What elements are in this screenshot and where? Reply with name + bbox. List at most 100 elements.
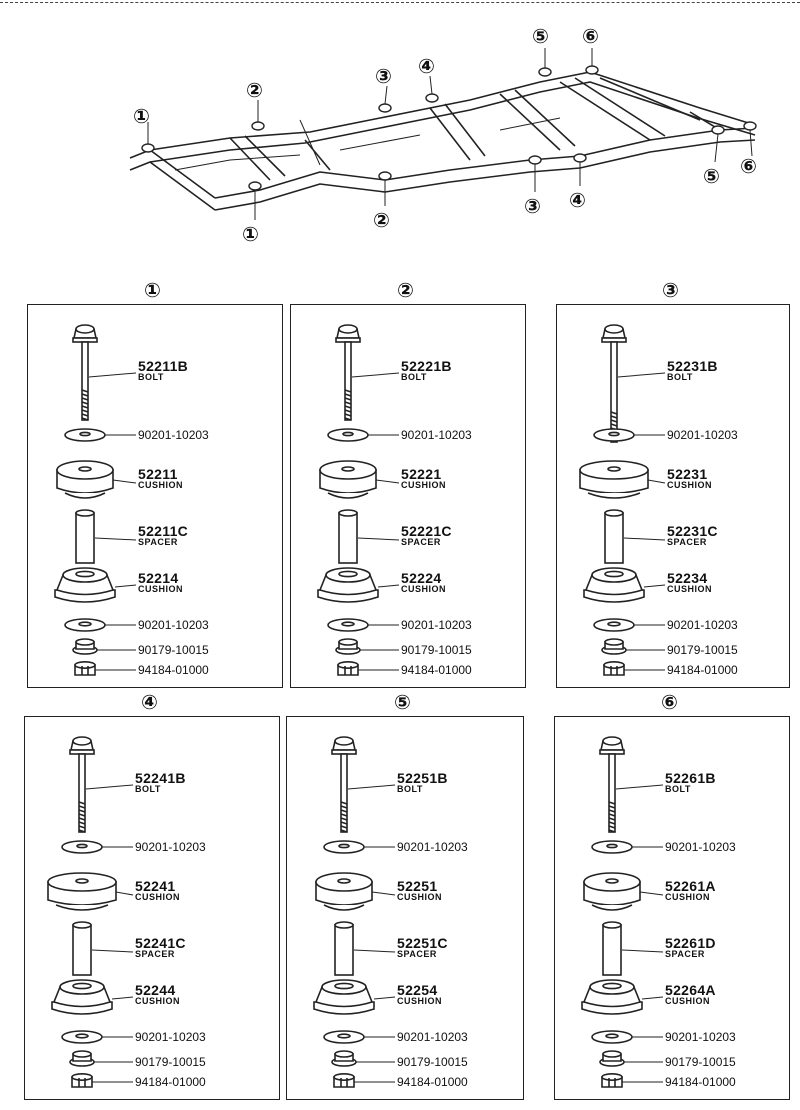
washer-lower-icon xyxy=(593,618,635,632)
frame-crossmember xyxy=(149,149,216,211)
spacer-label-desc: SPACER xyxy=(401,537,441,547)
nut-icon xyxy=(335,638,361,655)
washer-label: 90201-10203 xyxy=(135,840,206,854)
spacer-icon xyxy=(72,921,92,976)
frame-callout-4: ④ xyxy=(569,188,586,212)
cushion-label-number: 52241 xyxy=(135,878,176,894)
washer-lower-icon xyxy=(64,618,106,632)
washer-lower-icon xyxy=(323,1030,365,1044)
nut-icon xyxy=(601,638,627,655)
parts-drawing xyxy=(579,324,666,676)
bolt-label-number: 52231B xyxy=(667,358,718,374)
cushion-icon xyxy=(579,460,649,499)
bolt-label-number: 52221B xyxy=(401,358,452,374)
frame-callout-2: ② xyxy=(246,78,263,102)
lock-nut-label: 94184-01000 xyxy=(667,663,738,677)
bolt-label-desc: BOLT xyxy=(138,372,164,382)
lock-nut-icon xyxy=(337,660,359,676)
nut-label: 90179-10015 xyxy=(138,643,209,657)
panel-number-2: ② xyxy=(397,278,414,302)
bolt-icon xyxy=(599,736,625,833)
spacer-label-number: 52211C xyxy=(138,523,189,539)
lower-cushion-icon xyxy=(581,979,643,1015)
washer-lower-label: 90201-10203 xyxy=(397,1030,468,1044)
lock-nut-icon xyxy=(333,1072,355,1088)
washer-label: 90201-10203 xyxy=(397,840,468,854)
spacer-label-desc: SPACER xyxy=(138,537,178,547)
cushion-icon xyxy=(315,872,373,911)
lower-cushion-label-number: 52264A xyxy=(665,982,716,998)
washer-lower-label: 90201-10203 xyxy=(667,618,738,632)
bolt-label-number: 52241B xyxy=(135,770,186,786)
washer-lower-label: 90201-10203 xyxy=(138,618,209,632)
lower-cushion-icon xyxy=(583,567,645,603)
cushion-label-number: 52261A xyxy=(665,878,716,894)
parts-drawing xyxy=(313,736,396,1088)
nut-icon xyxy=(69,1050,95,1067)
cushion-label-number: 52221 xyxy=(401,466,442,482)
bolt-label-desc: BOLT xyxy=(665,784,691,794)
spacer-label-number: 52221C xyxy=(401,523,452,539)
bolt-label-number: 52211B xyxy=(138,358,189,374)
lock-nut-label: 94184-01000 xyxy=(401,663,472,677)
cushion-label-desc: CUSHION xyxy=(397,892,443,902)
nut-icon xyxy=(331,1050,357,1067)
washer-icon xyxy=(591,840,633,854)
nut-label: 90179-10015 xyxy=(397,1055,468,1069)
washer-lower-icon xyxy=(327,618,369,632)
cushion-label-number: 52231 xyxy=(667,466,708,482)
washer-icon xyxy=(327,428,369,442)
nut-label: 90179-10015 xyxy=(667,643,738,657)
lower-cushion-label-number: 52244 xyxy=(135,982,176,998)
frame-callout-4: ④ xyxy=(418,54,435,78)
washer-icon xyxy=(61,840,103,854)
parts-drawing xyxy=(317,324,400,676)
washer-label: 90201-10203 xyxy=(667,428,738,442)
lower-cushion-label-desc: CUSHION xyxy=(667,584,713,594)
panel-number-1: ① xyxy=(144,278,161,302)
spacer-icon xyxy=(604,509,624,564)
frame-callout-2: ② xyxy=(373,208,390,232)
washer-label: 90201-10203 xyxy=(401,428,472,442)
cushion-label-desc: CUSHION xyxy=(401,480,447,490)
bolt-label-number: 52261B xyxy=(665,770,716,786)
lower-cushion-label-desc: CUSHION xyxy=(135,996,181,1006)
frame-rail-right xyxy=(214,127,756,199)
spacer-label-desc: SPACER xyxy=(397,949,437,959)
cushion-label-number: 52251 xyxy=(397,878,438,894)
frame-callout-6: ⑥ xyxy=(582,24,599,48)
bolt-icon xyxy=(69,736,95,833)
bolt-icon xyxy=(331,736,357,833)
spacer-label-number: 52251C xyxy=(397,935,448,951)
spacer-label-number: 52261D xyxy=(665,935,716,951)
lock-nut-icon xyxy=(71,1072,93,1088)
lock-nut-icon xyxy=(603,660,625,676)
nut-icon xyxy=(599,1050,625,1067)
lower-cushion-label-number: 52234 xyxy=(667,570,708,586)
lower-cushion-label-desc: CUSHION xyxy=(665,996,711,1006)
lower-cushion-icon xyxy=(317,567,379,603)
bolt-icon xyxy=(72,324,98,421)
panel-number-5: ⑤ xyxy=(394,690,411,714)
